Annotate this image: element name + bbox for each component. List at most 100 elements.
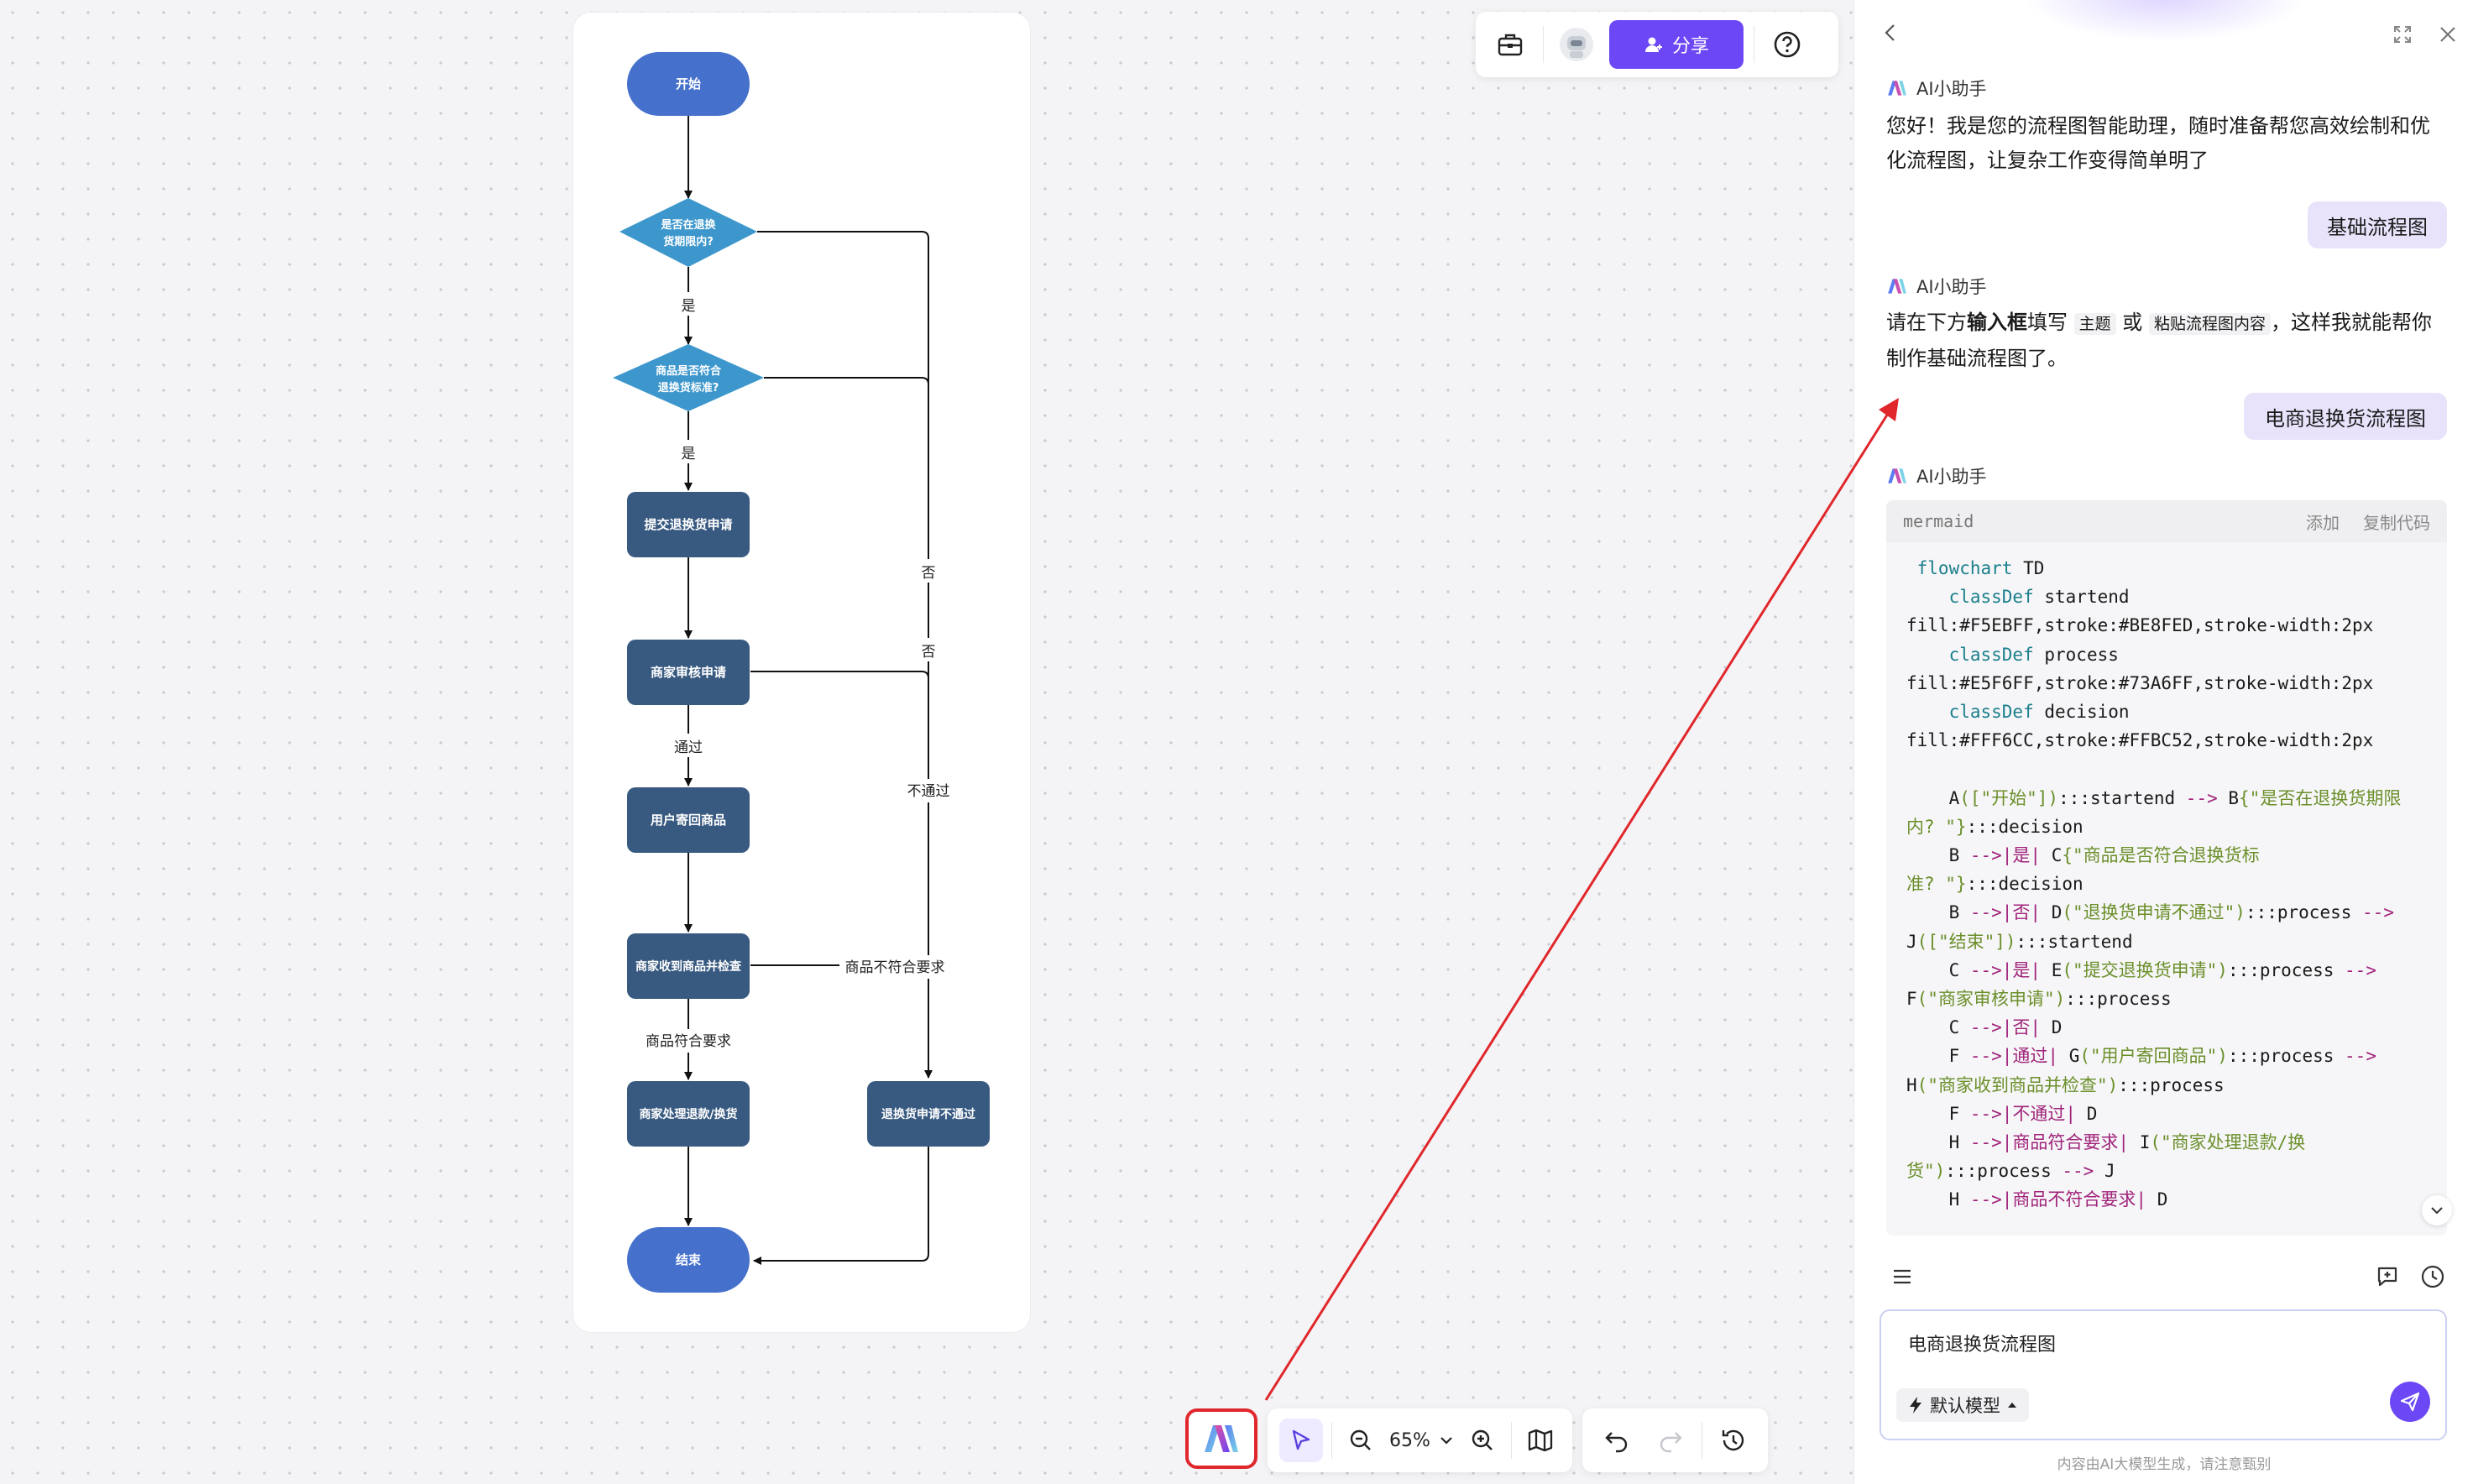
select-tool-button[interactable] (1279, 1419, 1323, 1462)
edge-label-meets: 商品符合要求 (646, 1033, 731, 1050)
node-review[interactable] (627, 640, 750, 705)
toolbox-icon (1498, 34, 1523, 56)
node-submit[interactable] (627, 492, 750, 557)
map-button[interactable] (1520, 1418, 1561, 1463)
ai-logo-icon (1888, 279, 1906, 294)
panel-glow (2022, 0, 2308, 42)
assistant-message-2: 请在下方输入框填写 主题 或 粘贴流程图内容，这样我就能帮你制作基础流程图了。 (1886, 306, 2449, 376)
zoom-out-button[interactable] (1341, 1418, 1381, 1463)
node-rejected-label: 退换货申请不通过 (881, 1107, 975, 1121)
edge-label-notpass: 不通过 (907, 783, 950, 800)
node-refund[interactable] (627, 1081, 750, 1147)
zoom-in-button[interactable] (1462, 1418, 1503, 1463)
assistant-name: AI小助手 (1916, 467, 1987, 487)
assistant-header: AI小助手 (1886, 76, 1987, 101)
zoom-level[interactable]: 65% (1389, 1429, 1430, 1451)
node-decision1-line1: 是否在退换 (660, 218, 716, 232)
chevron-down-icon[interactable] (1439, 1433, 1454, 1448)
node-end-label: 结束 (676, 1252, 702, 1267)
ai-logo-icon (1205, 1425, 1238, 1452)
ai-logo-icon (1888, 468, 1906, 483)
edge-decision2-no (764, 377, 929, 1078)
caret-up-icon (2008, 1403, 2016, 1408)
history-group (1582, 1408, 1768, 1472)
copy-code-button[interactable]: 复制代码 (2363, 512, 2430, 533)
edge-label-notmeets: 商品不符合要求 (845, 959, 945, 976)
node-end[interactable] (627, 1227, 750, 1293)
node-decision1[interactable] (620, 198, 757, 267)
redo-button[interactable] (1648, 1418, 1693, 1463)
user-message-2: 电商退换货流程图 (2244, 393, 2447, 440)
ai-disclaimer: 内容由AI大模型生成，请注意甄别 (2057, 1456, 2272, 1473)
node-shipback[interactable] (627, 787, 750, 853)
edge-label-yes2: 是 (682, 446, 696, 462)
edge-label-yes1: 是 (682, 298, 696, 315)
ai-logo-icon (1888, 81, 1906, 96)
add-code-button[interactable]: 添加 (2306, 512, 2340, 533)
user-message-1: 基础流程图 (2308, 201, 2447, 248)
node-inspect[interactable] (627, 933, 750, 999)
toolbar-divider (1543, 26, 1544, 63)
node-start-label: 开始 (676, 76, 701, 91)
node-inspect-label: 商家收到商品并检查 (635, 959, 742, 974)
edge-review-notpass (750, 671, 929, 1078)
avatar[interactable] (1554, 22, 1599, 67)
edge-rejected-end (753, 1147, 929, 1265)
bottom-toolbar: 65% (1185, 1408, 1768, 1472)
send-button[interactable] (2390, 1382, 2430, 1422)
topic-chip: 主题 (2073, 313, 2116, 335)
assistant-message-1: 您好！我是您的流程图智能助理，随时准备帮您高效绘制和优化流程图，让复杂工作变得简… (1886, 114, 2430, 172)
history-button[interactable] (1711, 1418, 1756, 1463)
user-avatar-icon (1560, 28, 1593, 61)
cursor-icon (1292, 1429, 1310, 1450)
ai-assistant-panel: AI小助手 您好！我是您的流程图智能助理，随时准备帮您高效绘制和优化流程图，让复… (1853, 0, 2473, 1484)
node-rejected[interactable] (867, 1081, 990, 1147)
msg2-bold: 输入框 (1967, 311, 2027, 334)
ai-assistant-button[interactable] (1185, 1408, 1257, 1469)
scroll-down-button[interactable] (2422, 1195, 2452, 1225)
flowchart-svg: 是 是 否 否 通过 不通过 商品符合要求 商品不符合要求 开始 是否在退换 货… (613, 52, 990, 1293)
node-shipback-label: 用户寄回商品 (651, 813, 726, 828)
assistant-header: AI小助手 (1886, 463, 1987, 489)
assistant-name: AI小助手 (1916, 277, 1987, 297)
add-person-icon (1644, 37, 1662, 52)
msg2-part: 或 (2122, 311, 2143, 334)
msg2-part: 填写 (2027, 311, 2068, 334)
clock-icon[interactable] (2420, 1264, 2445, 1289)
code-content: flowchart TD classDef startend fill:#F5E… (1906, 558, 2402, 1210)
node-review-label: 商家审核申请 (651, 665, 726, 680)
edge-label-no2: 否 (922, 644, 936, 661)
share-button[interactable]: 分享 (1609, 20, 1744, 69)
node-decision2[interactable] (613, 344, 764, 411)
chat-input-box[interactable]: 电商退换货流程图 默认模型 (1880, 1309, 2447, 1440)
top-toolbar: 分享 (1476, 12, 1838, 77)
menu-icon[interactable] (1891, 1266, 1913, 1288)
book-map-icon (1528, 1429, 1553, 1452)
msg2-part: ，这样我就能帮你制作基础流程图了。 (1886, 311, 2432, 370)
edge-label-pass: 通过 (674, 739, 703, 756)
toolbox-button[interactable] (1487, 22, 1533, 67)
help-button[interactable] (1765, 22, 1810, 67)
undo-button[interactable] (1594, 1418, 1639, 1463)
back-chevron-icon[interactable] (1880, 22, 1901, 44)
select-tool-group: 65% (1268, 1408, 1572, 1472)
close-icon[interactable] (2439, 25, 2457, 44)
chevron-down-icon (2431, 1207, 2443, 1215)
undo-icon (1605, 1432, 1628, 1453)
edge-label-no1: 否 (922, 565, 936, 582)
code-block: mermaid 添加 复制代码 flowchart TD classDef st… (1886, 500, 2447, 1236)
code-header: mermaid 添加 复制代码 (1886, 500, 2447, 542)
help-icon (1774, 31, 1801, 58)
model-selector[interactable]: 默认模型 (1896, 1388, 2029, 1422)
node-start[interactable] (627, 52, 750, 116)
share-label: 分享 (1671, 36, 1709, 57)
lightning-icon (1910, 1397, 1921, 1413)
node-decision2-line1: 商品是否符合 (656, 364, 722, 378)
send-icon (2400, 1392, 2420, 1412)
expand-icon[interactable] (2392, 24, 2413, 45)
model-label: 默认模型 (1930, 1396, 2000, 1416)
node-submit-label: 提交退换货申请 (644, 517, 732, 532)
code-language: mermaid (1903, 511, 1974, 531)
chat-input-text[interactable]: 电商退换货流程图 (1908, 1335, 2057, 1356)
new-chat-icon[interactable] (2375, 1264, 2400, 1289)
